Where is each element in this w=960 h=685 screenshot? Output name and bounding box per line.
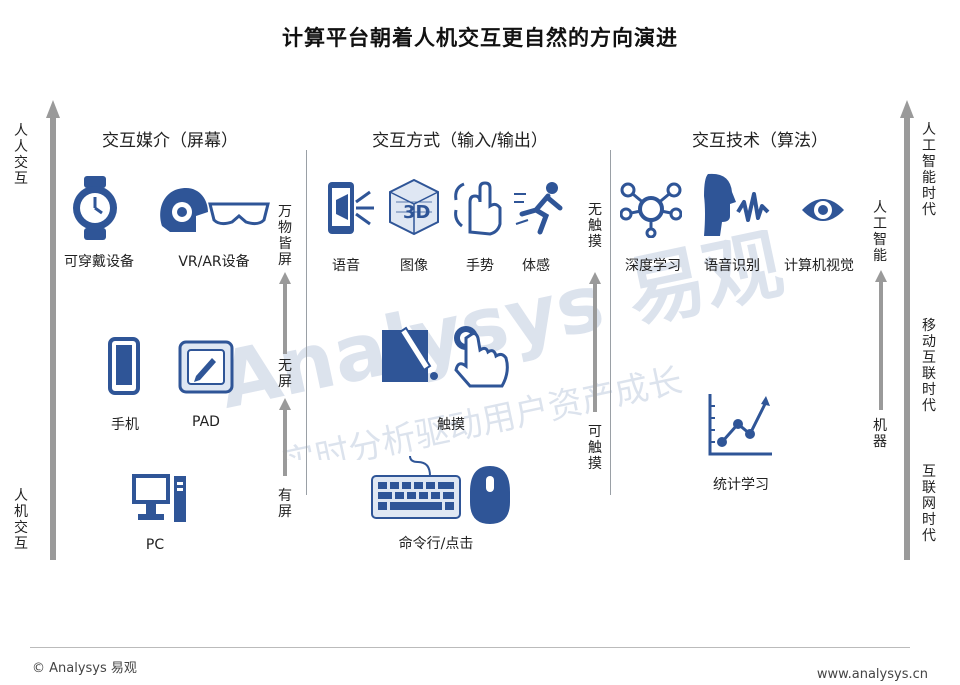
- keyboard-icon: [371, 455, 461, 519]
- touch-pen-icon: [382, 326, 438, 382]
- touch-hand-icon: [454, 326, 509, 388]
- item-image: 图像: [400, 258, 428, 274]
- item-motion: 体感: [522, 258, 550, 274]
- item-phone: 手机: [111, 417, 139, 433]
- stage-with-screen: 有屏: [278, 488, 292, 520]
- stage-no-screen: 无屏: [278, 358, 292, 390]
- ar-glasses-icon: [208, 202, 270, 226]
- item-computer-vision: 计算机视觉: [784, 258, 854, 274]
- neural-network-icon: [620, 182, 682, 238]
- watch-icon: [73, 176, 117, 240]
- right-axis-top-label: 人工智能时代: [922, 122, 936, 218]
- vr-headset-icon: [160, 188, 208, 232]
- svg-text:3D: 3D: [403, 202, 430, 223]
- divider-media-method: [306, 150, 307, 495]
- left-axis-top-label: 人人交互: [14, 123, 28, 187]
- stage-arrow-tech: [875, 270, 887, 410]
- item-wearable: 可穿戴设备: [64, 254, 134, 270]
- stage-everything-screen: 万物皆屏: [278, 204, 292, 268]
- section-title-tech: 交互技术（算法）: [692, 131, 828, 151]
- left-axis-arrow: [46, 100, 60, 560]
- right-axis-arrow: [900, 100, 914, 560]
- statistics-chart-icon: [708, 394, 772, 456]
- 3d-cube-icon: 3D: [389, 178, 439, 236]
- section-title-method: 交互方式（输入/输出）: [372, 131, 548, 151]
- item-voice: 语音: [332, 258, 360, 274]
- tablet-icon: [178, 340, 234, 394]
- item-statistical-learning: 统计学习: [713, 477, 769, 493]
- right-axis-bottom-label: 互联网时代: [922, 464, 936, 544]
- section-title-media: 交互媒介（屏幕）: [102, 131, 238, 151]
- right-axis-middle-label: 移动互联时代: [922, 318, 936, 414]
- voice-recognition-icon: [704, 173, 770, 236]
- item-vr-ar: VR/AR设备: [178, 254, 250, 270]
- item-pc: PC: [145, 537, 165, 553]
- mouse-icon: [470, 466, 510, 524]
- motion-icon: [514, 182, 563, 235]
- page-title: 计算平台朝着人机交互更自然的方向演进: [282, 26, 678, 50]
- footer-divider: [30, 647, 910, 648]
- footer-url[interactable]: www.analysys.cn: [816, 667, 928, 682]
- gesture-icon: [454, 181, 502, 236]
- footer-copyright: © Analysys 易观: [32, 661, 137, 676]
- pc-icon: [132, 474, 186, 522]
- item-touch: 触摸: [437, 417, 465, 433]
- stage-arrow-method: [589, 272, 601, 412]
- item-deep-learning: 深度学习: [625, 258, 681, 274]
- left-axis-bottom-label: 人机交互: [14, 488, 28, 552]
- microphone-icon: [328, 182, 374, 234]
- eye-icon: [802, 199, 844, 221]
- item-pad: PAD: [192, 414, 220, 430]
- stage-arrow-upper: [279, 272, 291, 354]
- phone-icon: [108, 337, 140, 395]
- divider-method-tech: [610, 150, 611, 495]
- item-gesture: 手势: [466, 258, 494, 274]
- stage-arrow-lower: [279, 398, 291, 476]
- item-voice-recognition: 语音识别: [704, 258, 760, 274]
- item-command-click: 命令行/点击: [398, 536, 474, 552]
- stage-ai: 人工智能: [873, 200, 887, 264]
- stage-touchable: 可触摸: [588, 424, 602, 472]
- stage-machine: 机器: [873, 418, 887, 450]
- stage-touchless: 无触摸: [588, 202, 602, 250]
